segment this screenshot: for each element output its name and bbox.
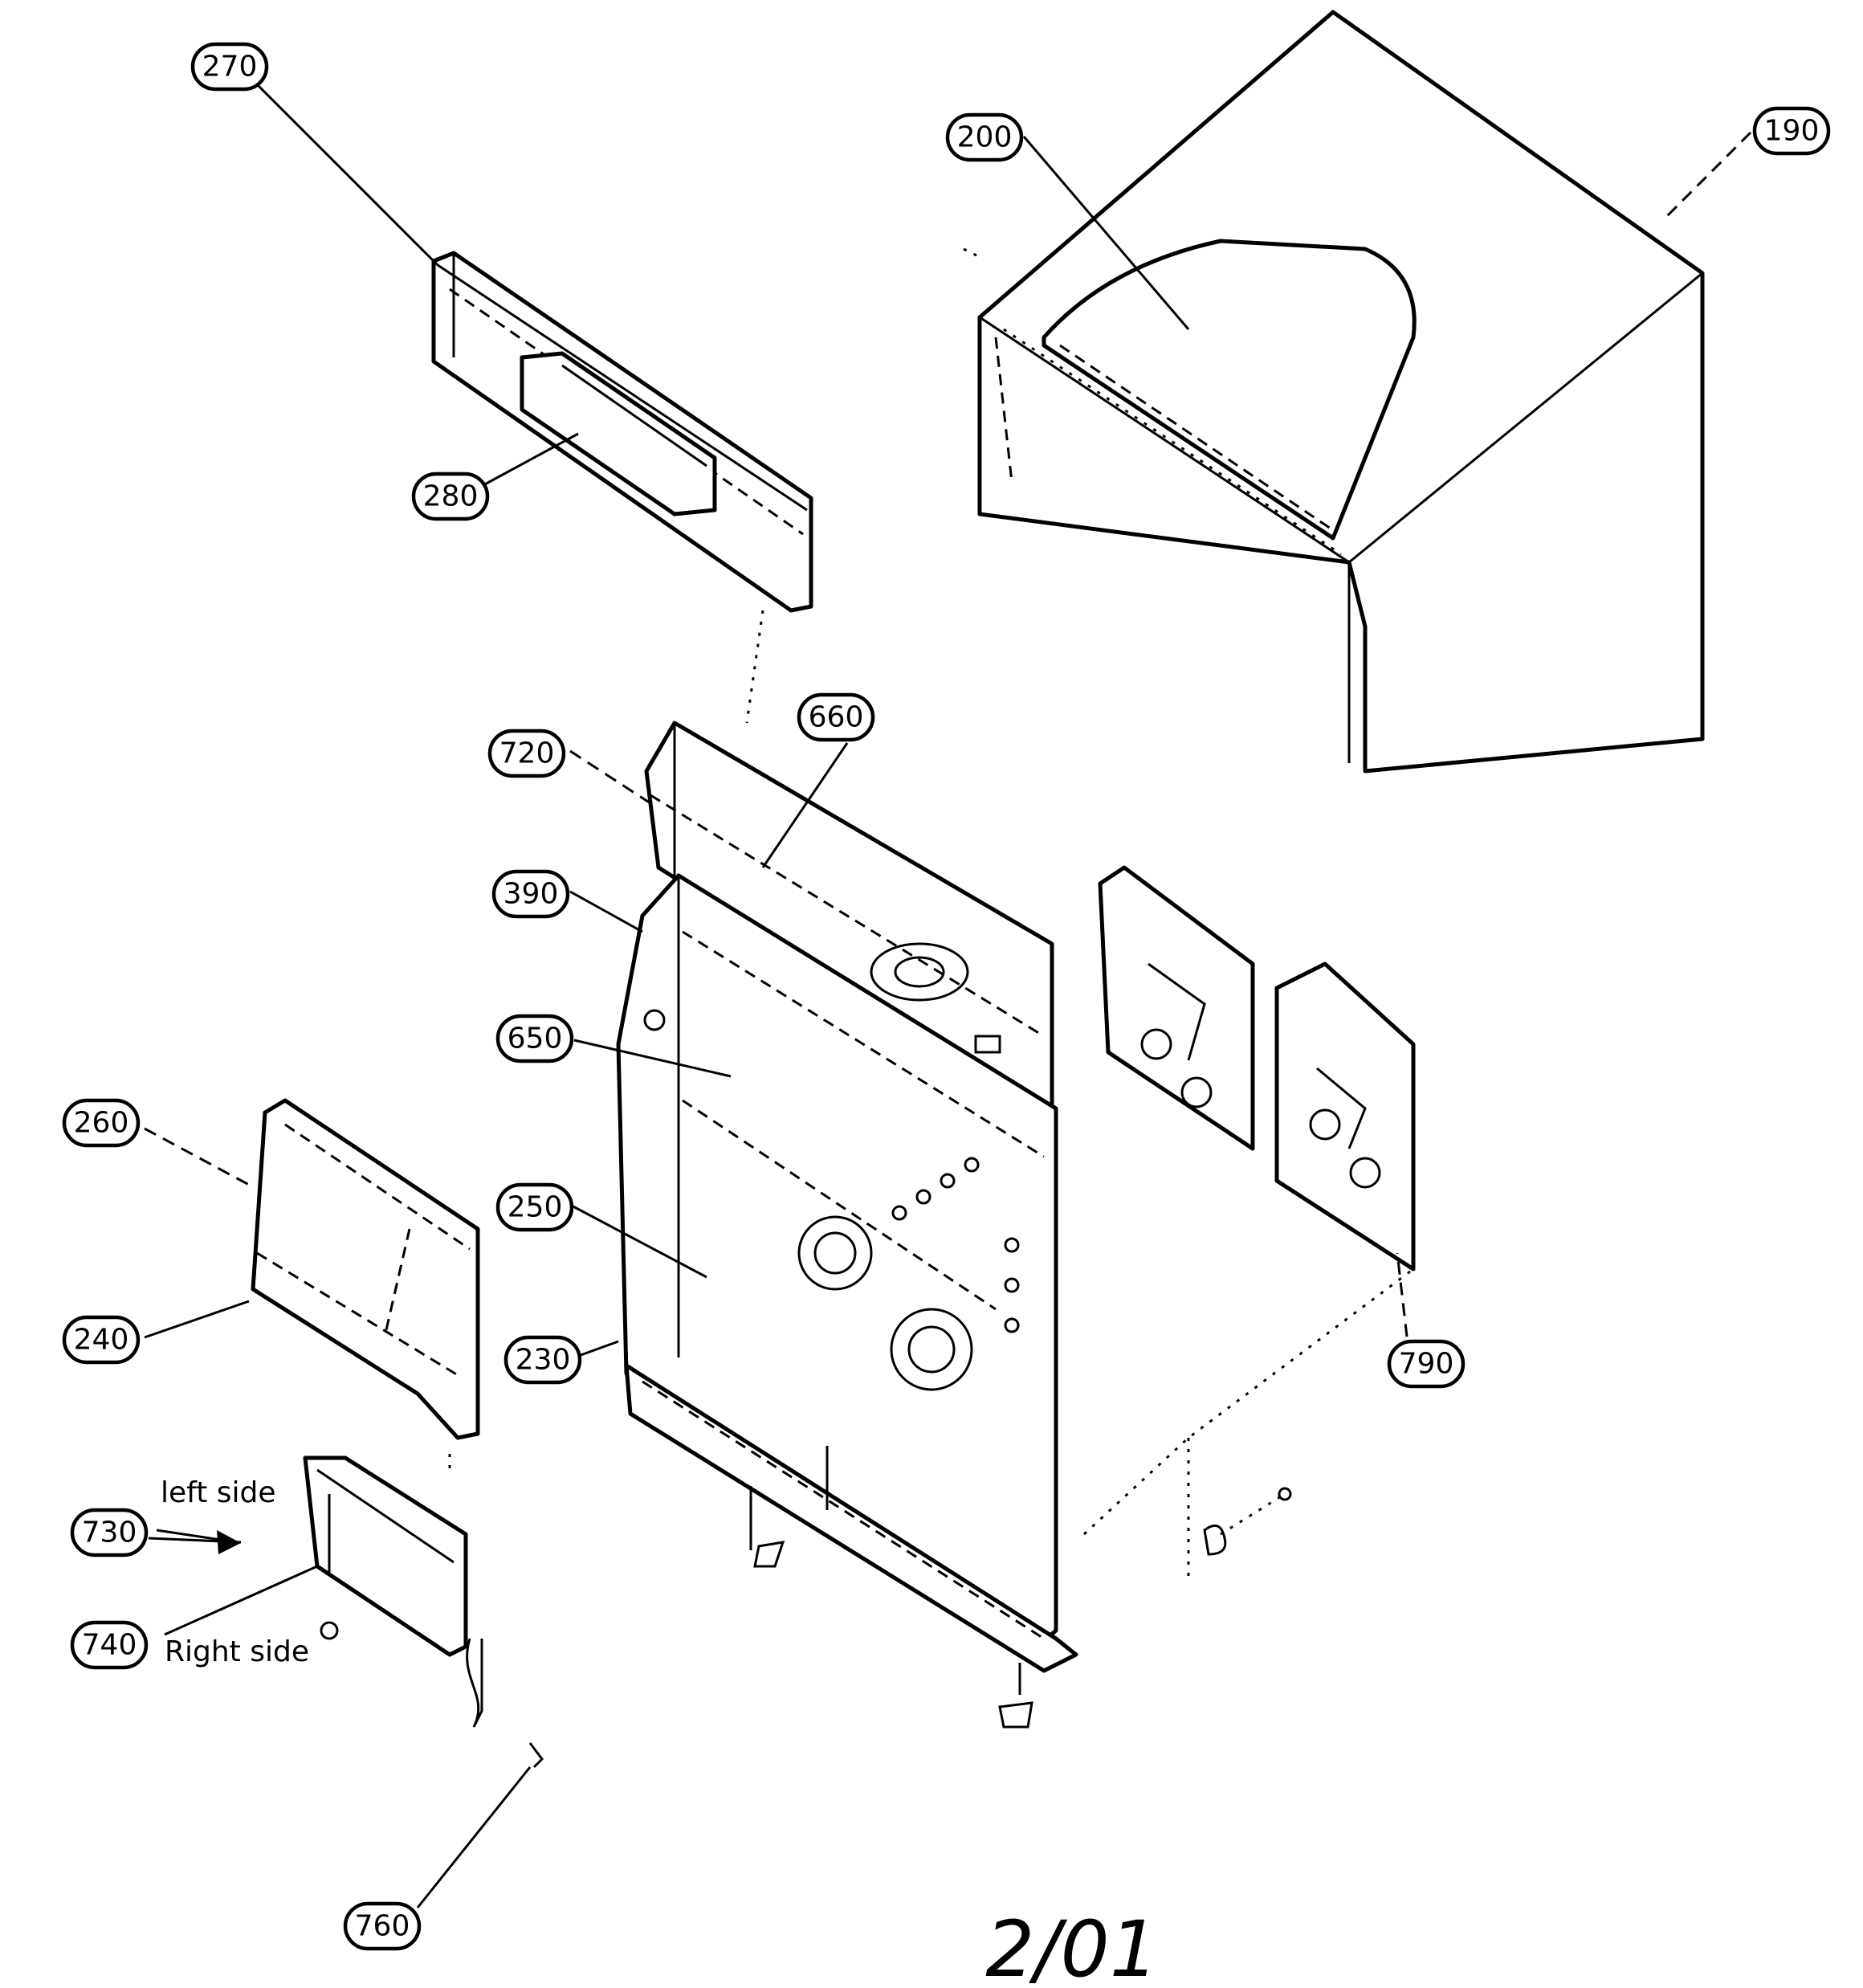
callout-230-label: 230	[516, 1344, 571, 1377]
callout-250-label: 250	[508, 1191, 563, 1224]
lower-front-panel-part	[624, 1363, 1078, 1673]
callout-760-label: 760	[355, 1910, 410, 1943]
callout-390: 390	[491, 869, 570, 919]
callout-260-label: 260	[74, 1107, 129, 1140]
assembly-lines	[448, 247, 1414, 1695]
callout-390-label: 390	[503, 878, 559, 911]
arrow-marker	[156, 1529, 241, 1554]
cover-panel-part	[1042, 239, 1417, 541]
callout-650-label: 650	[508, 1023, 563, 1055]
callout-720: 720	[487, 729, 566, 778]
callout-200: 200	[945, 112, 1024, 162]
callout-190-label: 190	[1764, 115, 1820, 148]
callout-730: 730	[70, 1508, 149, 1557]
callout-660: 660	[797, 692, 875, 742]
right-side-label: Right side	[165, 1635, 309, 1668]
deck-mechanism-part	[1098, 865, 1416, 1272]
callout-740: 740	[70, 1620, 149, 1670]
upper-front-panel-part	[644, 720, 1054, 1119]
callout-650: 650	[495, 1014, 574, 1063]
callout-740-label: 740	[82, 1629, 137, 1662]
callout-250: 250	[495, 1182, 574, 1232]
callout-270-label: 270	[202, 51, 258, 84]
side-door-part	[251, 1098, 480, 1440]
callout-240-label: 240	[74, 1324, 129, 1357]
callout-730-label: 730	[82, 1517, 137, 1549]
callout-260: 260	[62, 1098, 141, 1148]
hinge-bracket-part	[303, 1455, 483, 1728]
revision-date: 2/01	[985, 1904, 1159, 1988]
callout-720-label: 720	[499, 737, 555, 770]
callout-270: 270	[190, 42, 269, 92]
callout-280: 280	[411, 471, 490, 521]
callout-760: 760	[343, 1901, 422, 1951]
callout-240: 240	[62, 1315, 141, 1365]
callout-790-label: 790	[1399, 1348, 1454, 1381]
left-side-label: left side	[161, 1476, 276, 1509]
callout-280-label: 280	[423, 480, 479, 513]
callout-200-label: 200	[957, 121, 1013, 154]
panel-window-part	[520, 351, 717, 516]
callout-660-label: 660	[809, 701, 864, 734]
screw-part	[528, 1487, 1292, 1769]
callout-190: 190	[1752, 106, 1831, 156]
callout-790: 790	[1387, 1339, 1466, 1389]
callout-230: 230	[503, 1335, 582, 1385]
